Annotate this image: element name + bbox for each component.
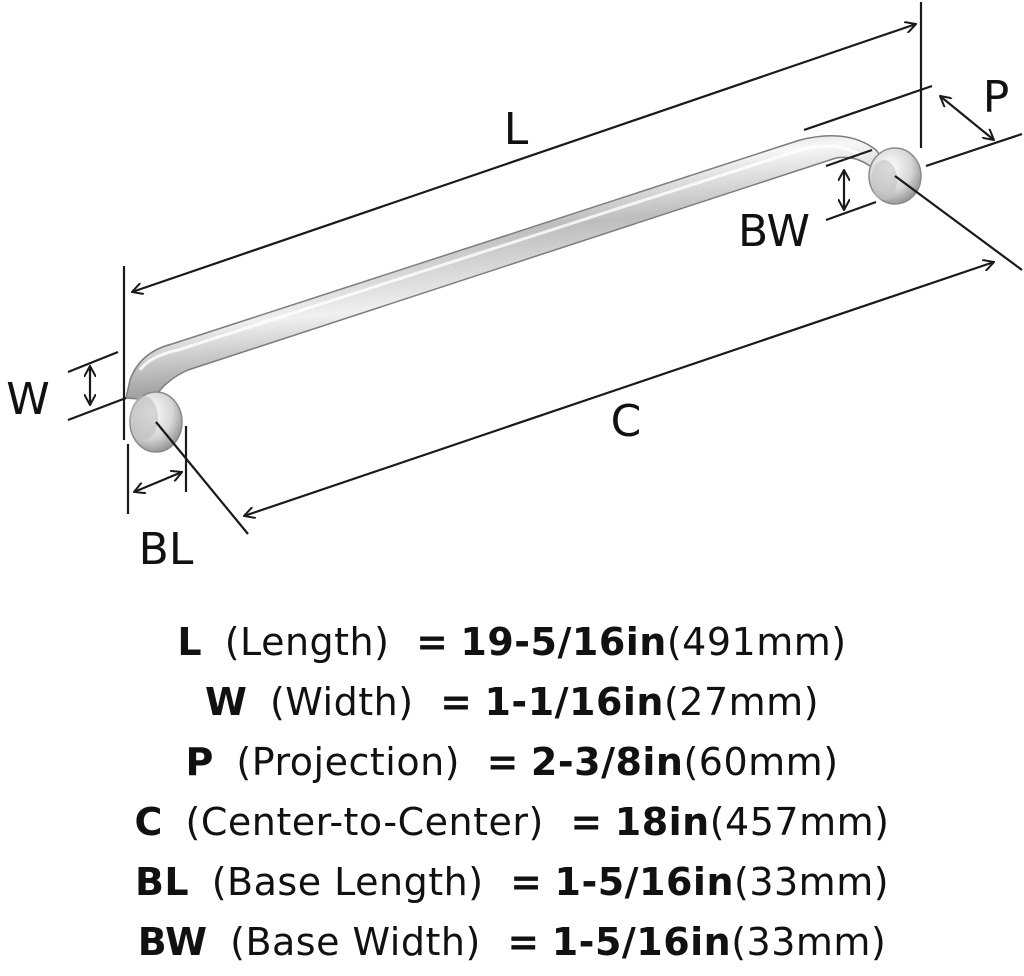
spec-imperial: 1-1/16in [484,680,664,724]
spec-code: BW [137,920,208,964]
spec-equals: = [486,740,519,784]
spec-code: L [177,620,203,664]
spec-metric: (491mm) [666,620,847,664]
dim-arrow-bl [134,472,182,492]
spec-name: (Base Length) [211,860,484,904]
spec-code: C [134,800,163,844]
spec-code: P [185,740,214,784]
spec-row-base-length: BL (Base Length) =1-5/16in(33mm) [0,852,1024,912]
spec-row-projection: P (Projection) =2-3/8in(60mm) [0,732,1024,792]
spec-name: (Width) [269,680,414,724]
spec-metric: (33mm) [734,860,890,904]
label-bl: BL [139,524,194,575]
spec-code: BL [134,860,190,904]
specifications-list: L (Length) =19-5/16in(491mm) W (Width) =… [0,612,1024,972]
dim-arrow-c [244,262,994,516]
spec-metric: (457mm) [709,800,890,844]
spec-metric: (33mm) [731,920,887,964]
spec-equals: = [510,860,543,904]
spec-row-length: L (Length) =19-5/16in(491mm) [0,612,1024,672]
spec-imperial: 18in [614,800,710,844]
spec-equals: = [440,680,473,724]
spec-imperial: 1-5/16in [554,860,734,904]
dimension-arrows [90,24,994,516]
spec-name: (Base Width) [230,920,481,964]
label-w: W [6,374,50,425]
extension-lines [67,2,1023,535]
handle-bar [125,135,892,401]
spec-name: (Projection) [236,740,460,784]
handle-pull [125,135,922,453]
label-bw: BW [738,206,810,257]
spec-imperial: 1-5/16in [551,920,732,964]
spec-equals: = [507,920,540,964]
spec-imperial: 2-3/8in [530,740,684,784]
spec-metric: (27mm) [663,680,820,724]
spec-name: (Center-to-Center) [185,800,544,844]
spec-row-center-to-center: C (Center-to-Center) =18in(457mm) [0,792,1024,852]
spec-code: W [204,680,248,724]
dim-arrow-p [940,96,994,140]
label-c: C [611,396,642,447]
spec-row-base-width: BW (Base Width) =1-5/16in(33mm) [0,912,1024,972]
spec-imperial: 19-5/16in [460,620,667,664]
handle-dimension-diagram: L W P BW C BL [6,2,1023,575]
spec-equals: = [570,800,603,844]
spec-metric: (60mm) [683,740,839,784]
label-p: P [983,72,1010,123]
spec-row-width: W (Width) =1-1/16in(27mm) [0,672,1024,732]
dim-arrow-l [132,24,916,292]
spec-equals: = [416,620,449,664]
dimension-labels: L W P BW C BL [6,72,1009,575]
spec-name: (Length) [224,620,390,664]
label-l: L [504,104,529,155]
